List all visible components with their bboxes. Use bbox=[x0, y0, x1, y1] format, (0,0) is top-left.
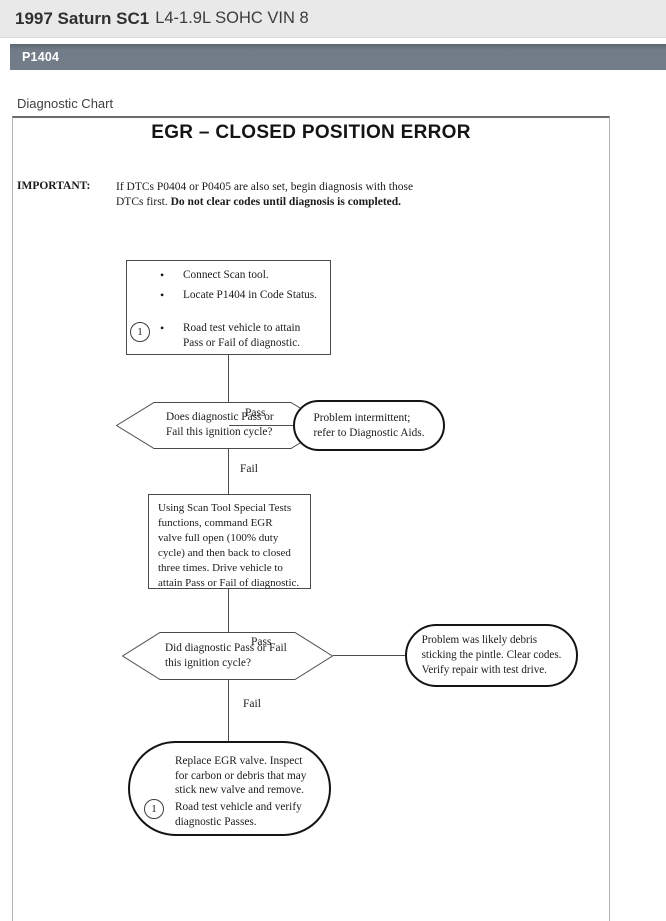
final-action-stadium: Replace EGR valve. Inspect for carbon or… bbox=[128, 741, 331, 836]
pass-label-2: Pass bbox=[251, 636, 272, 648]
connector-line bbox=[333, 655, 405, 656]
connector-line bbox=[229, 425, 293, 426]
step1-box: • Connect Scan tool. • Locate P1404 in C… bbox=[126, 260, 331, 355]
decision2-text: Did diagnostic Pass or Fail this ignitio… bbox=[165, 642, 287, 669]
important-text: If DTCs P0404 or P0405 are also set, beg… bbox=[116, 180, 413, 210]
dtc-code-label: P1404 bbox=[22, 50, 60, 64]
final-text-bottom: Road test vehicle and verify diagnostic … bbox=[175, 801, 302, 828]
important-label: IMPORTANT: bbox=[17, 180, 91, 192]
connector-line bbox=[228, 589, 229, 632]
final-text-top: Replace EGR valve. Inspect for carbon or… bbox=[175, 755, 307, 796]
dtc-section-bar[interactable]: P1404 bbox=[10, 44, 666, 70]
section-label: Diagnostic Chart bbox=[17, 96, 114, 111]
vehicle-header-bar: 1997 Saturn SC1 L4-1.9L SOHC VIN 8 bbox=[0, 0, 666, 38]
important-line2: DTCs first. Do not clear codes until dia… bbox=[116, 196, 402, 208]
step2-line: cycle) and then back to closed bbox=[158, 547, 291, 559]
result2-text: Problem was likely debris sticking the p… bbox=[421, 634, 562, 676]
step2-line: three times. Drive vehicle to bbox=[158, 562, 283, 574]
decision1-hexagon: Does diagnostic Pass or Fail this igniti… bbox=[116, 402, 329, 449]
step2-line: functions, command EGR bbox=[158, 517, 273, 529]
step2-line: valve full open (100% duty bbox=[158, 532, 279, 544]
bullet-icon: • bbox=[160, 268, 165, 282]
footnote-1-circle-icon: 1 bbox=[130, 322, 150, 342]
important-line1: If DTCs P0404 or P0405 are also set, beg… bbox=[116, 181, 414, 193]
fail-label-1: Fail bbox=[240, 463, 258, 475]
footnote-1-circle-icon: 1 bbox=[144, 799, 164, 819]
connector-line bbox=[228, 449, 229, 494]
step1-bullet1-text: Connect Scan tool. bbox=[183, 269, 269, 281]
step2-line: attain Pass or Fail of diagnostic. bbox=[158, 577, 300, 589]
fail-label-2: Fail bbox=[243, 698, 261, 710]
pass-label-1: Pass bbox=[245, 407, 266, 419]
connector-line bbox=[228, 355, 229, 402]
bullet-icon: • bbox=[160, 321, 165, 335]
hexagon-shape-icon bbox=[122, 632, 333, 680]
step1-bullet3-text: Road test vehicle to attain Pass or Fail… bbox=[183, 322, 301, 349]
bullet-icon: • bbox=[160, 288, 165, 302]
diagnostic-chart-image: EGR – CLOSED POSITION ERROR IMPORTANT: I… bbox=[12, 116, 610, 921]
result1-text: Problem intermittent; refer to Diagnosti… bbox=[313, 411, 425, 439]
connector-line bbox=[228, 680, 229, 741]
decision1-text: Does diagnostic Pass or Fail this igniti… bbox=[166, 411, 274, 438]
step1-bullet2-text: Locate P1404 in Code Status. bbox=[183, 289, 317, 301]
result1-oval: Problem intermittent; refer to Diagnosti… bbox=[293, 400, 445, 451]
step2-box: Using Scan Tool Special Tests functions,… bbox=[148, 494, 311, 589]
decision2-hexagon: Did diagnostic Pass or Fail this ignitio… bbox=[122, 632, 333, 680]
vehicle-title: 1997 Saturn SC1 bbox=[15, 8, 150, 28]
vehicle-subtitle: L4-1.9L SOHC VIN 8 bbox=[155, 9, 309, 27]
result2-oval: Problem was likely debris sticking the p… bbox=[405, 624, 578, 687]
step2-line: Using Scan Tool Special Tests bbox=[158, 502, 292, 514]
chart-title: EGR – CLOSED POSITION ERROR bbox=[151, 122, 471, 143]
